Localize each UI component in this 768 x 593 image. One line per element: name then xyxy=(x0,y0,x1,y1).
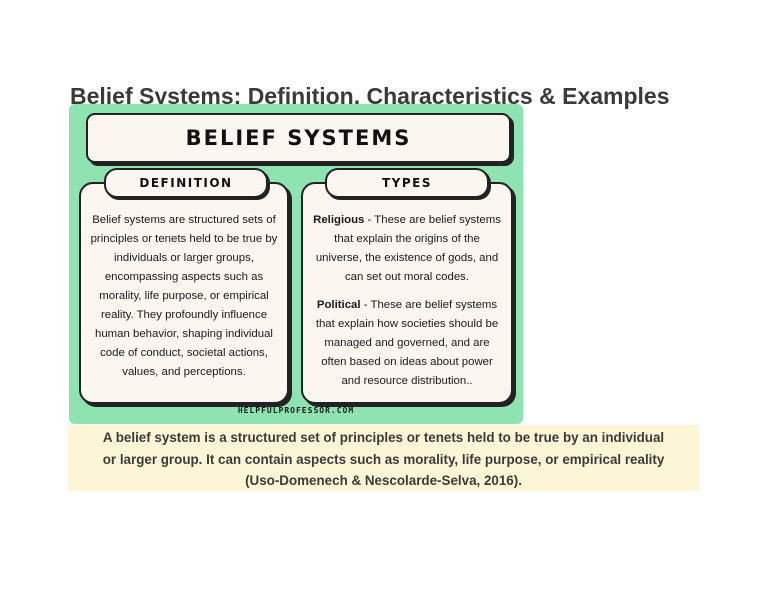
site-credit: HELPFULPROFESSOR.COM xyxy=(237,406,355,415)
types-heading: TYPES xyxy=(325,168,489,198)
definition-caption: A belief system is a structured set of p… xyxy=(68,425,699,491)
type-separator: - xyxy=(360,299,371,311)
definition-card: Belief systems are structured sets of pr… xyxy=(79,182,289,404)
type-political: Political - These are belief systems tha… xyxy=(311,296,503,391)
type-description: These are belief systems that explain th… xyxy=(315,214,501,283)
belief-systems-infographic: BELIEF SYSTEMS Belief systems are struct… xyxy=(69,104,523,424)
type-name: Political xyxy=(316,299,361,311)
infographic-banner: BELIEF SYSTEMS xyxy=(86,113,511,163)
type-name: Religious xyxy=(313,214,365,226)
definition-heading: DEFINITION xyxy=(104,168,268,198)
type-religious: Religious - These are belief systems tha… xyxy=(311,211,503,287)
caption-line-2: or larger group. It can contain aspects … xyxy=(102,451,665,467)
caption-line-3: (Uso-Domenech & Nescolarde-Selva, 2016). xyxy=(245,473,522,488)
type-separator: - xyxy=(364,214,375,226)
types-card: Religious - These are belief systems tha… xyxy=(301,182,513,404)
caption-line-1: A belief system is a structured set of p… xyxy=(102,430,665,445)
type-description: These are belief systems that explain ho… xyxy=(315,299,499,387)
definition-text: Belief systems are structured sets of pr… xyxy=(90,214,278,378)
types-list: Religious - These are belief systems tha… xyxy=(311,211,503,400)
